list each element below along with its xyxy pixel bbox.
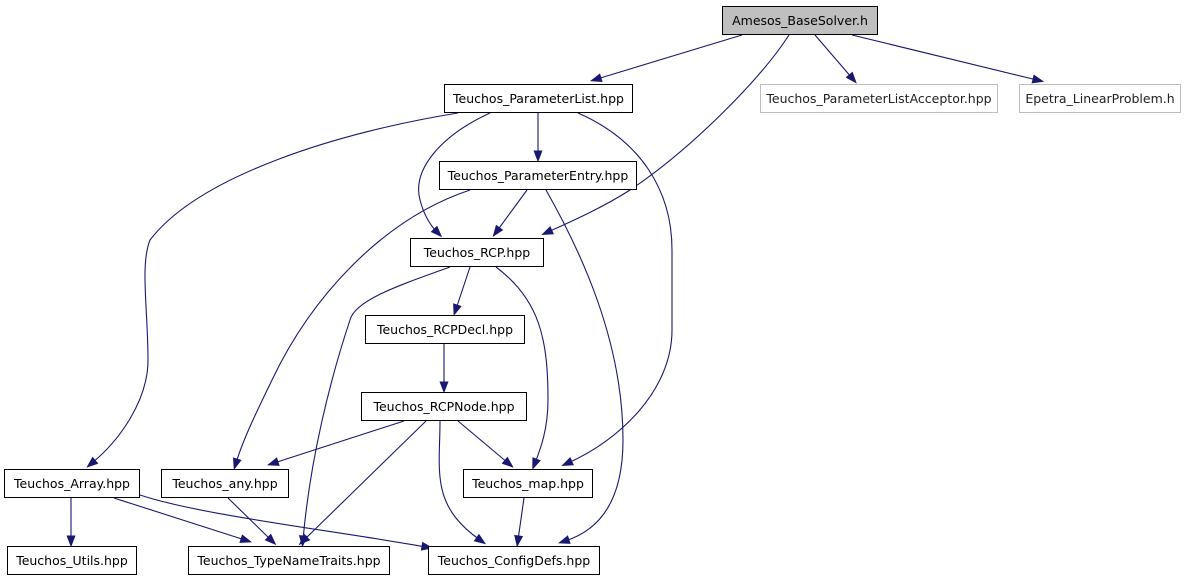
edge-parameter-entry-to-rcp — [496, 189, 528, 232]
edge-arrowhead-any-to-type-name-traits — [264, 533, 277, 546]
edge-arrowhead-rcp-to-map — [532, 457, 541, 470]
edge-array-to-config-defs — [139, 494, 427, 548]
edge-parameter-list-to-rcp — [418, 112, 491, 233]
edge-map-to-config-defs — [517, 497, 525, 541]
edge-arrowhead-rcp-to-rcp-decl — [453, 303, 462, 317]
node-teuchos-parameter-list[interactable]: Teuchos_ParameterList.hpp — [444, 84, 633, 113]
edge-parameter-list-to-array — [91, 112, 459, 464]
node-teuchos-rcp-decl[interactable]: Teuchos_RCPDecl.hpp — [365, 315, 525, 344]
node-teuchos-utils[interactable]: Teuchos_Utils.hpp — [7, 546, 137, 575]
edge-arrowhead-parameter-list-to-array — [86, 456, 99, 468]
edge-arrowhead-rcp-node-to-type-name-traits — [298, 533, 311, 546]
edge-rcp-node-to-type-name-traits — [303, 420, 427, 541]
edge-arrowhead-parameter-list-to-map — [561, 457, 574, 467]
edge-arrowhead-parameter-entry-to-any — [233, 457, 242, 471]
edge-arrowhead-base-solver-to-parameter-list-acceptor — [845, 71, 857, 84]
node-teuchos-config-defs[interactable]: Teuchos_ConfigDefs.hpp — [428, 546, 600, 575]
edge-arrowhead-array-to-type-name-traits — [239, 534, 253, 543]
node-amesos-base-solver[interactable]: Amesos_BaseSolver.h — [722, 6, 878, 35]
edge-rcp-to-map — [495, 266, 549, 464]
node-teuchos-map[interactable]: Teuchos_map.hpp — [463, 469, 593, 498]
edge-base-solver-to-linear-problem — [851, 34, 1038, 81]
edge-arrowhead-base-solver-to-parameter-list — [589, 73, 603, 83]
node-teuchos-rcp[interactable]: Teuchos_RCP.hpp — [410, 238, 544, 267]
edge-arrowhead-rcp-decl-to-rcp-node — [439, 381, 449, 394]
node-teuchos-type-name-traits[interactable]: Teuchos_TypeNameTraits.hpp — [188, 546, 390, 575]
edge-rcp-node-to-config-defs — [438, 420, 481, 541]
edge-arrowhead-rcp-node-to-any — [266, 457, 280, 466]
edge-array-to-type-name-traits — [113, 497, 246, 541]
edge-base-solver-to-parameter-list — [596, 34, 743, 80]
edge-base-solver-to-parameter-list-acceptor — [814, 34, 853, 79]
edge-arrowhead-rcp-node-to-config-defs — [473, 533, 487, 545]
edge-rcp-to-rcp-decl — [455, 266, 471, 310]
edge-rcp-node-to-map — [457, 420, 509, 464]
edge-any-to-type-name-traits — [227, 497, 272, 541]
edge-arrowhead-base-solver-to-rcp — [541, 226, 554, 236]
edge-arrowhead-parameter-list-to-parameter-entry — [533, 150, 543, 163]
node-teuchos-rcp-node[interactable]: Teuchos_RCPNode.hpp — [361, 392, 527, 421]
edge-parameter-entry-to-any — [235, 189, 471, 464]
edge-base-solver-to-rcp — [547, 34, 790, 233]
edge-arrowhead-array-to-utils — [66, 535, 76, 548]
edge-arrowhead-rcp-node-to-map — [501, 456, 514, 468]
node-teuchos-any[interactable]: Teuchos_any.hpp — [161, 469, 289, 498]
edge-rcp-node-to-any — [273, 420, 405, 464]
edge-parameter-entry-to-config-defs — [545, 189, 624, 542]
edge-parameter-list-to-map — [567, 112, 673, 464]
edge-arrowhead-parameter-entry-to-config-defs — [557, 535, 571, 544]
edge-rcp-to-type-name-traits — [302, 266, 451, 541]
edge-arrowhead-parameter-list-to-rcp — [430, 225, 443, 238]
edge-arrowhead-map-to-config-defs — [514, 534, 524, 548]
node-epetra-linear-problem: Epetra_LinearProblem.h — [1019, 84, 1181, 113]
edge-arrowhead-base-solver-to-linear-problem — [1031, 74, 1045, 84]
edge-arrowhead-parameter-entry-to-rcp — [492, 224, 504, 237]
node-teuchos-parameter-entry[interactable]: Teuchos_ParameterEntry.hpp — [439, 161, 637, 190]
node-teuchos-parameter-list-acceptor: Teuchos_ParameterListAcceptor.hpp — [760, 84, 998, 113]
node-teuchos-array[interactable]: Teuchos_Array.hpp — [4, 469, 140, 498]
